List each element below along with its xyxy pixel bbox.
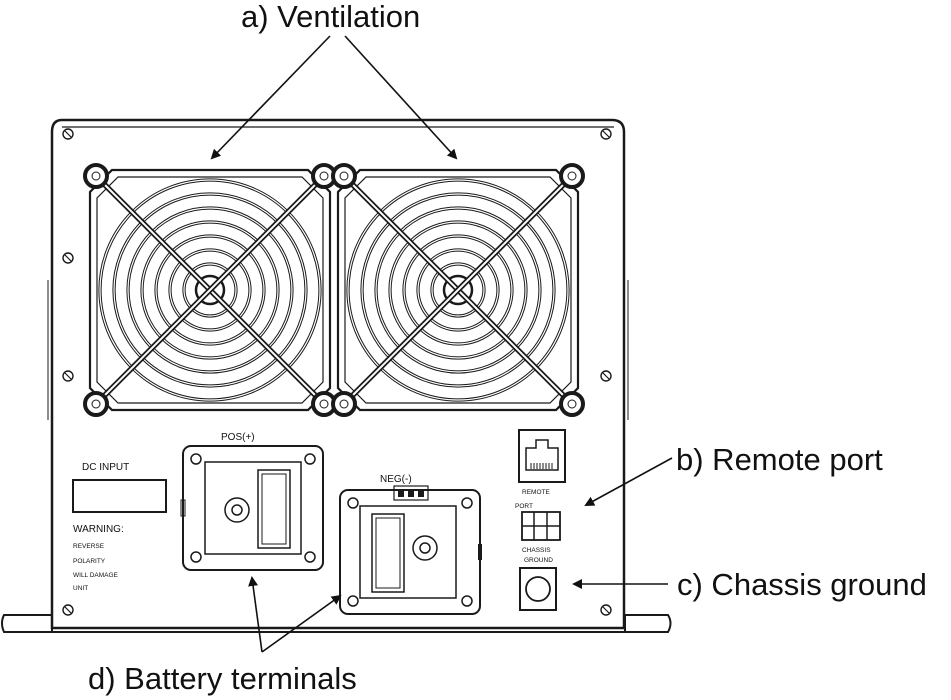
dc-input-window	[72, 479, 167, 513]
warning-line-1: REVERSE	[73, 543, 105, 550]
ventilation-callout: a) Ventilation	[241, 0, 420, 34]
warning-line-4: UNIT	[73, 585, 88, 592]
warning-line-2: POLARITY	[73, 558, 106, 565]
screw	[62, 604, 74, 616]
remote-port-arrow	[584, 457, 673, 506]
remote-port-jack: REMOTE PORT	[515, 429, 566, 510]
battery-terminals-callout: d) Battery terminals	[88, 661, 357, 696]
screw	[62, 252, 74, 264]
warning-line-3: WILL DAMAGE	[73, 572, 119, 579]
pos-label: POS(+)	[221, 432, 255, 443]
base-flange	[1, 614, 672, 633]
panel-screws	[62, 128, 612, 616]
ventilation-arrow-left	[210, 35, 331, 160]
warning-title: WARNING:	[73, 524, 124, 535]
screw	[600, 370, 612, 382]
positive-battery-terminal: POS(+)	[180, 432, 324, 571]
remote-port-callout: b) Remote port	[676, 442, 883, 477]
fan-guard	[331, 163, 585, 417]
screw	[62, 370, 74, 382]
battery-arrow-right	[261, 594, 342, 653]
remote-aux-connector	[521, 511, 561, 541]
fan-guard	[83, 163, 337, 417]
screw	[600, 128, 612, 140]
screw	[600, 604, 612, 616]
chassis-body	[50, 118, 626, 630]
port-label: PORT	[515, 503, 533, 510]
chassis-label-2: GROUND	[524, 557, 553, 564]
chassis-ground-terminal: CHASSIS GROUND	[519, 547, 557, 611]
neg-label: NEG(-)	[380, 474, 412, 485]
battery-arrow-left	[248, 576, 263, 653]
negative-battery-terminal: NEG(-)	[339, 474, 482, 615]
chassis-ground-callout: c) Chassis ground	[677, 567, 927, 602]
ventilation-arrow-right	[344, 35, 458, 160]
chassis-label-1: CHASSIS	[522, 547, 551, 554]
screw	[62, 128, 74, 140]
cooling-fans	[83, 163, 585, 417]
dc-input-label: DC INPUT	[82, 462, 129, 473]
remote-label: REMOTE	[522, 489, 550, 496]
